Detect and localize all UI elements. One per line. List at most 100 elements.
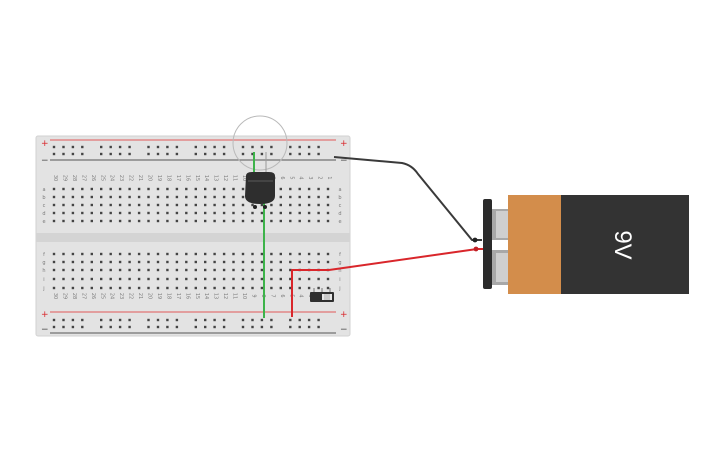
terminal-hole[interactable]: [156, 286, 160, 290]
rail-hole[interactable]: [128, 145, 131, 149]
terminal-hole[interactable]: [204, 195, 207, 199]
rail-hole[interactable]: [307, 152, 311, 156]
rail-hole[interactable]: [147, 152, 150, 156]
terminal-hole[interactable]: [194, 260, 197, 264]
rail-hole[interactable]: [147, 318, 150, 322]
rail-hole[interactable]: [251, 325, 254, 329]
terminal-hole[interactable]: [81, 211, 84, 215]
terminal-hole[interactable]: [222, 277, 226, 281]
terminal-hole[interactable]: [298, 286, 301, 290]
terminal-hole[interactable]: [137, 260, 141, 264]
terminal-hole[interactable]: [137, 252, 141, 256]
terminal-hole[interactable]: [317, 260, 320, 264]
terminal-hole[interactable]: [298, 203, 301, 207]
terminal-hole[interactable]: [137, 203, 141, 207]
terminal-hole[interactable]: [128, 268, 131, 272]
terminal-hole[interactable]: [156, 203, 160, 207]
terminal-hole[interactable]: [213, 252, 216, 256]
rail-hole[interactable]: [260, 145, 264, 149]
rail-hole[interactable]: [81, 325, 84, 329]
terminal-hole[interactable]: [62, 268, 65, 272]
rail-hole[interactable]: [194, 325, 197, 329]
terminal-hole[interactable]: [298, 195, 301, 199]
terminal-hole[interactable]: [279, 277, 282, 281]
rail-hole[interactable]: [204, 145, 207, 149]
terminal-hole[interactable]: [137, 277, 141, 281]
terminal-hole[interactable]: [289, 260, 292, 264]
terminal-hole[interactable]: [90, 268, 93, 272]
terminal-hole[interactable]: [100, 268, 103, 272]
terminal-hole[interactable]: [109, 211, 112, 215]
terminal-hole[interactable]: [90, 277, 93, 281]
terminal-hole[interactable]: [147, 260, 150, 264]
terminal-hole[interactable]: [137, 187, 141, 191]
terminal-hole[interactable]: [232, 195, 235, 199]
terminal-hole[interactable]: [100, 252, 103, 256]
terminal-hole[interactable]: [185, 211, 188, 215]
terminal-hole[interactable]: [62, 286, 65, 290]
battery-9v[interactable]: 9V: [483, 195, 689, 294]
terminal-hole[interactable]: [289, 211, 292, 215]
terminal-hole[interactable]: [194, 277, 197, 281]
terminal-hole[interactable]: [194, 211, 197, 215]
rail-hole[interactable]: [270, 145, 273, 149]
rail-hole[interactable]: [194, 152, 197, 156]
terminal-hole[interactable]: [156, 195, 160, 199]
terminal-hole[interactable]: [90, 195, 93, 199]
terminal-hole[interactable]: [194, 195, 197, 199]
terminal-hole[interactable]: [156, 252, 160, 256]
terminal-hole[interactable]: [307, 286, 311, 290]
rail-hole[interactable]: [260, 318, 264, 322]
terminal-hole[interactable]: [100, 211, 103, 215]
terminal-hole[interactable]: [270, 211, 273, 215]
terminal-hole[interactable]: [194, 252, 197, 256]
terminal-hole[interactable]: [307, 252, 311, 256]
rail-hole[interactable]: [241, 152, 245, 156]
terminal-hole[interactable]: [128, 203, 131, 207]
rail-hole[interactable]: [204, 152, 207, 156]
terminal-hole[interactable]: [279, 219, 282, 223]
terminal-hole[interactable]: [185, 252, 188, 256]
terminal-hole[interactable]: [166, 286, 169, 290]
terminal-hole[interactable]: [137, 211, 141, 215]
terminal-hole[interactable]: [222, 268, 226, 272]
terminal-hole[interactable]: [270, 252, 273, 256]
rail-hole[interactable]: [298, 152, 301, 156]
rail-hole[interactable]: [213, 152, 216, 156]
rail-hole[interactable]: [194, 145, 197, 149]
terminal-hole[interactable]: [222, 203, 226, 207]
terminal-hole[interactable]: [289, 219, 292, 223]
terminal-hole[interactable]: [147, 252, 150, 256]
terminal-hole[interactable]: [270, 260, 273, 264]
terminal-hole[interactable]: [52, 211, 56, 215]
terminal-hole[interactable]: [317, 219, 320, 223]
rail-hole[interactable]: [241, 145, 245, 149]
terminal-hole[interactable]: [222, 195, 226, 199]
terminal-hole[interactable]: [128, 195, 131, 199]
terminal-hole[interactable]: [260, 277, 264, 281]
terminal-hole[interactable]: [251, 252, 254, 256]
terminal-hole[interactable]: [260, 252, 264, 256]
terminal-hole[interactable]: [260, 286, 264, 290]
rail-hole[interactable]: [222, 145, 226, 149]
rail-hole[interactable]: [118, 325, 122, 329]
terminal-hole[interactable]: [289, 268, 292, 272]
terminal-hole[interactable]: [317, 286, 320, 290]
terminal-hole[interactable]: [241, 187, 245, 191]
terminal-hole[interactable]: [251, 286, 254, 290]
terminal-hole[interactable]: [175, 195, 179, 199]
terminal-hole[interactable]: [185, 195, 188, 199]
rail-hole[interactable]: [289, 152, 292, 156]
terminal-hole[interactable]: [90, 219, 93, 223]
terminal-hole[interactable]: [81, 268, 84, 272]
terminal-hole[interactable]: [118, 219, 122, 223]
terminal-hole[interactable]: [175, 203, 179, 207]
terminal-hole[interactable]: [62, 219, 65, 223]
terminal-hole[interactable]: [156, 277, 160, 281]
terminal-hole[interactable]: [241, 252, 245, 256]
terminal-hole[interactable]: [52, 195, 56, 199]
terminal-hole[interactable]: [118, 268, 122, 272]
rail-hole[interactable]: [175, 152, 179, 156]
terminal-hole[interactable]: [81, 187, 84, 191]
